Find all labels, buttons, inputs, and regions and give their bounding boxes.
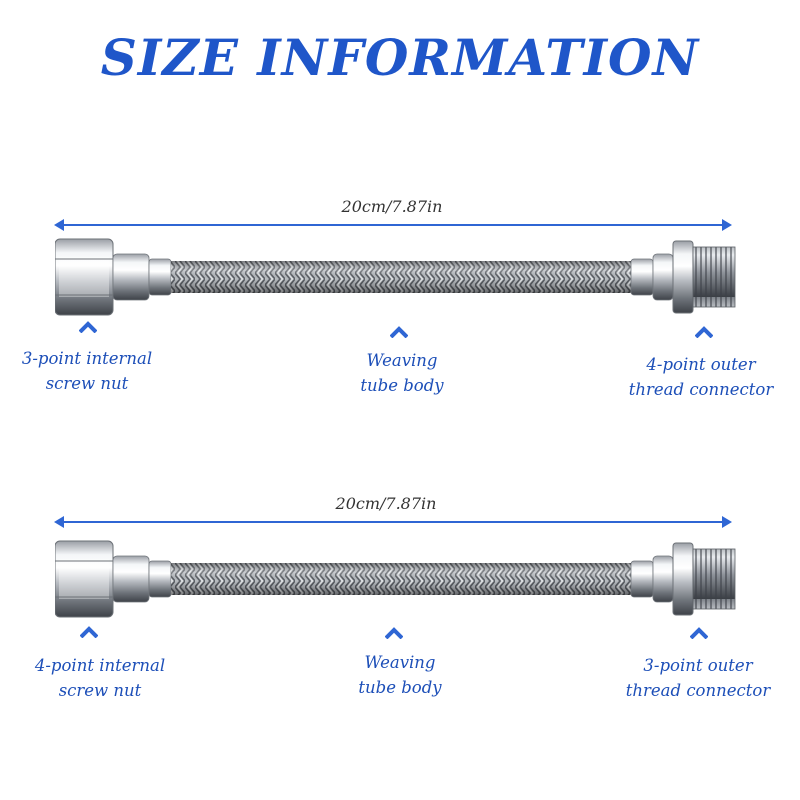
part-label-line: thread connector xyxy=(625,681,771,700)
part-label-right-2: 3-point outer thread connector xyxy=(598,653,798,703)
chevron-up-icon xyxy=(385,628,403,639)
hose-image-2 xyxy=(55,540,736,618)
part-label-left-1: 3-point internal screw nut xyxy=(0,346,187,396)
part-label-line: thread connector xyxy=(628,380,774,399)
part-label-line: Weaving xyxy=(364,653,436,672)
chevron-up-icon xyxy=(690,628,708,639)
part-label-line: screw nut xyxy=(45,374,129,393)
dimension-arrow-1 xyxy=(54,219,732,231)
part-label-line: screw nut xyxy=(58,681,142,700)
part-label-middle-2: Weaving tube body xyxy=(300,650,500,700)
length-label-2: 20cm/7.87in xyxy=(335,494,437,513)
length-label-1: 20cm/7.87in xyxy=(341,197,443,216)
part-label-line: 3-point outer xyxy=(643,656,753,675)
part-label-left-2: 4-point internal screw nut xyxy=(0,653,200,703)
part-label-middle-1: Weaving tube body xyxy=(302,348,502,398)
part-label-line: 4-point internal xyxy=(34,656,166,675)
chevron-up-icon xyxy=(79,322,97,333)
hose-image-1 xyxy=(55,238,736,316)
part-label-line: Weaving xyxy=(366,351,438,370)
chevron-up-icon xyxy=(390,327,408,338)
part-label-line: 3-point internal xyxy=(21,349,153,368)
part-label-right-1: 4-point outer thread connector xyxy=(601,352,800,402)
chevron-up-icon xyxy=(80,627,98,638)
chevron-up-icon xyxy=(695,327,713,338)
dimension-arrow-2 xyxy=(54,516,732,528)
part-label-line: tube body xyxy=(358,678,442,697)
part-label-line: 4-point outer xyxy=(646,355,756,374)
page-title: SIZE INFORMATION xyxy=(100,28,700,87)
part-label-line: tube body xyxy=(360,376,444,395)
